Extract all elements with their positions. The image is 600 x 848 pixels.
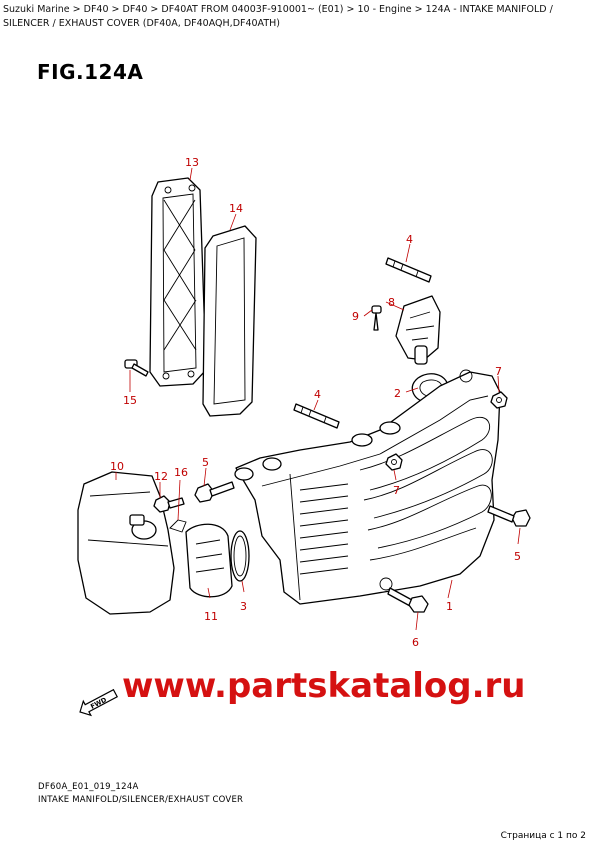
callout-5-left: 5 (202, 456, 209, 469)
part-7-nut-center (385, 453, 403, 471)
callout-12: 12 (154, 470, 168, 483)
part-5-bolt-left (194, 481, 235, 503)
watermark-text: www.partskatalog.ru (122, 666, 526, 706)
figure-title: FIG.124A (37, 60, 144, 84)
callout-7-right: 7 (495, 365, 502, 378)
figure-code: DF60A_E01_019_124A (38, 782, 139, 792)
part-12-bolt (153, 495, 185, 513)
part-8-valve (395, 295, 441, 365)
callout-13: 13 (185, 156, 199, 169)
callout-7-center: 7 (393, 484, 400, 497)
figure-name: INTAKE MANIFOLD/SILENCER/EXHAUST COVER (38, 795, 244, 805)
callout-4-middle: 4 (314, 388, 321, 401)
part-11-sleeve (185, 523, 233, 598)
part-10-silencer (77, 471, 175, 615)
callout-15: 15 (123, 394, 137, 407)
part-4-stud-top (385, 257, 432, 283)
page-number: Страница с 1 по 2 (500, 831, 586, 841)
callout-2: 2 (394, 387, 401, 400)
part-3-o-ring (230, 530, 250, 582)
callout-1: 1 (446, 600, 453, 613)
part-14-gasket (202, 225, 257, 417)
part-9-screw (371, 305, 382, 331)
callout-4-top: 4 (406, 233, 413, 246)
callout-6: 6 (412, 636, 419, 649)
callout-14: 14 (229, 202, 243, 215)
callout-8: 8 (388, 296, 395, 309)
part-1-intake-manifold (234, 369, 501, 605)
part-13-exhaust-cover-plate (149, 177, 207, 387)
callout-3: 3 (240, 600, 247, 613)
callout-5-right: 5 (514, 550, 521, 563)
leader-lines (115, 167, 521, 631)
part-15-bolt (124, 359, 149, 377)
part-5-bolt-right (487, 505, 531, 527)
part-7-nut-right (490, 391, 508, 409)
part-6-bolt (387, 587, 429, 613)
part-16-clip (169, 519, 187, 533)
callout-9: 9 (352, 310, 359, 323)
fwd-arrow-icon: FWD (79, 688, 119, 717)
callout-16: 16 (174, 466, 188, 479)
breadcrumb: Suzuki Marine > DF40 > DF40 > DF40AT FRO… (3, 4, 553, 29)
part-4-stud-middle (293, 403, 340, 429)
callout-11: 11 (204, 610, 218, 623)
callout-10: 10 (110, 460, 124, 473)
